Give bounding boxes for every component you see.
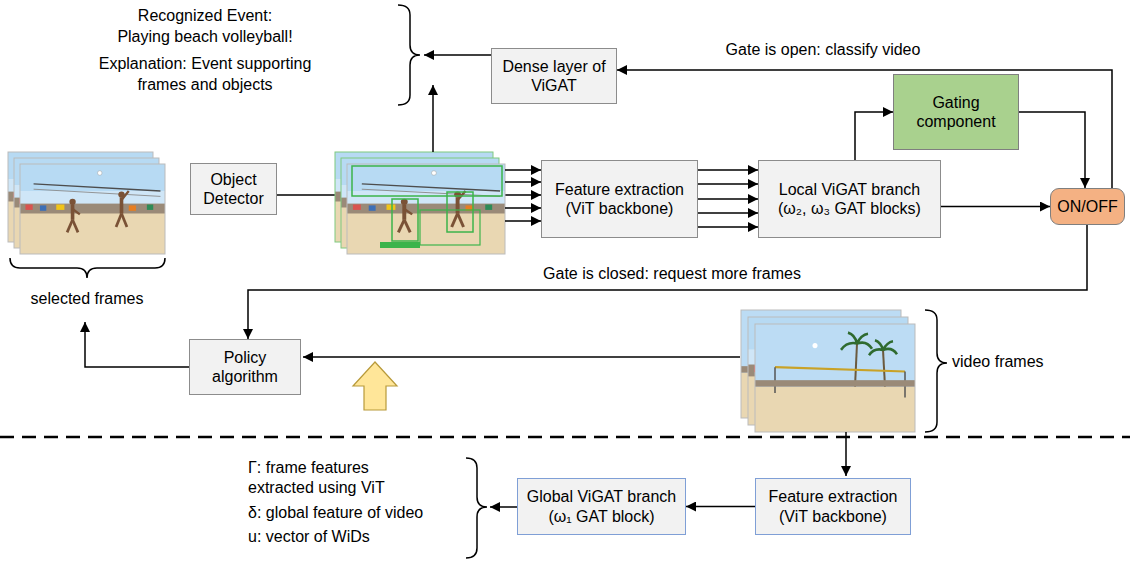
- edge-label: Gate is open: classify video: [723, 40, 924, 59]
- detected-frames-photo: [352, 166, 502, 196]
- flow-connector: [698, 198, 758, 200]
- flow-connector: [855, 112, 893, 160]
- flow-arrow: [505, 220, 541, 222]
- video-frames-photo: [755, 324, 915, 432]
- box-text: ON/OFF: [1057, 197, 1117, 216]
- curly-bracket: [925, 310, 947, 432]
- flow-arrow: [85, 322, 189, 367]
- box-text: Local ViGAT branch (ω₂, ω₃ GAT blocks): [769, 180, 930, 218]
- detected-frames-photo: [392, 199, 418, 241]
- selected-frames-photo: [8, 152, 165, 254]
- box-text: Feature extraction (ViT backbone): [548, 180, 691, 218]
- flow-arrow: [698, 226, 758, 228]
- block-arrow: [353, 362, 397, 410]
- flow-arrow: [505, 169, 541, 171]
- selected-frames-photo: [20, 164, 165, 254]
- curly-bracket: [466, 458, 487, 558]
- process-box: Feature extraction (ViT backbone): [541, 160, 698, 238]
- box-text: Gating component: [900, 93, 1012, 131]
- flow-arrow: [424, 54, 491, 56]
- flow-connector: [1019, 112, 1085, 188]
- detected-frames-photo: [447, 192, 473, 232]
- edge-label: Gate is closed: request more frames: [540, 264, 804, 283]
- gating-box: Gating component: [893, 74, 1019, 150]
- video-frames-photo: [741, 310, 915, 432]
- flow-arrow: [490, 506, 517, 508]
- explanation-text: frames and objects: [137, 75, 272, 95]
- flow-arrow: [845, 432, 847, 476]
- caption-label: selected frames: [31, 289, 144, 309]
- process-box: Policy algorithm: [189, 339, 301, 395]
- curly-bracket: [10, 5, 947, 558]
- process-box: Feature extraction (ViT backbone): [755, 478, 911, 535]
- flow-arrow: [303, 356, 740, 358]
- detected-frames-photo: [420, 210, 480, 245]
- flow-arrow: [698, 212, 758, 214]
- flow-connector: [941, 206, 1050, 208]
- curly-bracket: [398, 5, 420, 105]
- flow-arrow: [505, 207, 541, 209]
- video-frames-photo: [755, 324, 915, 432]
- box-text: Global ViGAT branch (ω₁ GAT block): [524, 487, 679, 525]
- flow-arrow: [505, 181, 541, 183]
- flow-arrow: [85, 55, 846, 507]
- caption-label: video frames: [952, 352, 1044, 372]
- detected-frames-photo: [335, 152, 505, 254]
- box-text: Dense layer of ViGAT: [498, 57, 610, 95]
- process-box: Local ViGAT branch (ω₂, ω₃ GAT blocks): [758, 160, 941, 238]
- box-text: Policy algorithm: [196, 348, 294, 386]
- result-text: Playing beach volleyball!: [117, 27, 292, 47]
- switch-box: ON/OFF: [1050, 188, 1125, 225]
- process-box: Global ViGAT branch (ω₁ GAT block): [517, 478, 686, 535]
- divider-line: [0, 436, 1130, 439]
- flow-connector: [686, 506, 755, 508]
- selected-frames-photo: [20, 164, 165, 254]
- process-box: Object Detector: [190, 163, 277, 215]
- flow-arrow: [432, 85, 434, 152]
- feature-label: Γ: frame features extracted using ViT: [248, 458, 420, 498]
- detected-frames-photo: [380, 242, 420, 248]
- feature-label: δ: global feature of video: [248, 503, 423, 523]
- explanation-text: Explanation: Event supporting: [99, 54, 312, 74]
- flow-arrow: [698, 169, 758, 171]
- box-text: Feature extraction (ViT backbone): [762, 487, 904, 525]
- curly-bracket: [10, 258, 165, 278]
- flow-arrow: [698, 183, 758, 185]
- detected-frames-photo: [347, 164, 505, 254]
- box-text: Object Detector: [196, 170, 271, 208]
- process-box: Dense layer of ViGAT: [491, 48, 617, 104]
- feature-label: u: vector of WiDs: [248, 527, 370, 547]
- result-text: Recognized Event:: [138, 6, 272, 26]
- detected-frames-photo: [347, 164, 505, 254]
